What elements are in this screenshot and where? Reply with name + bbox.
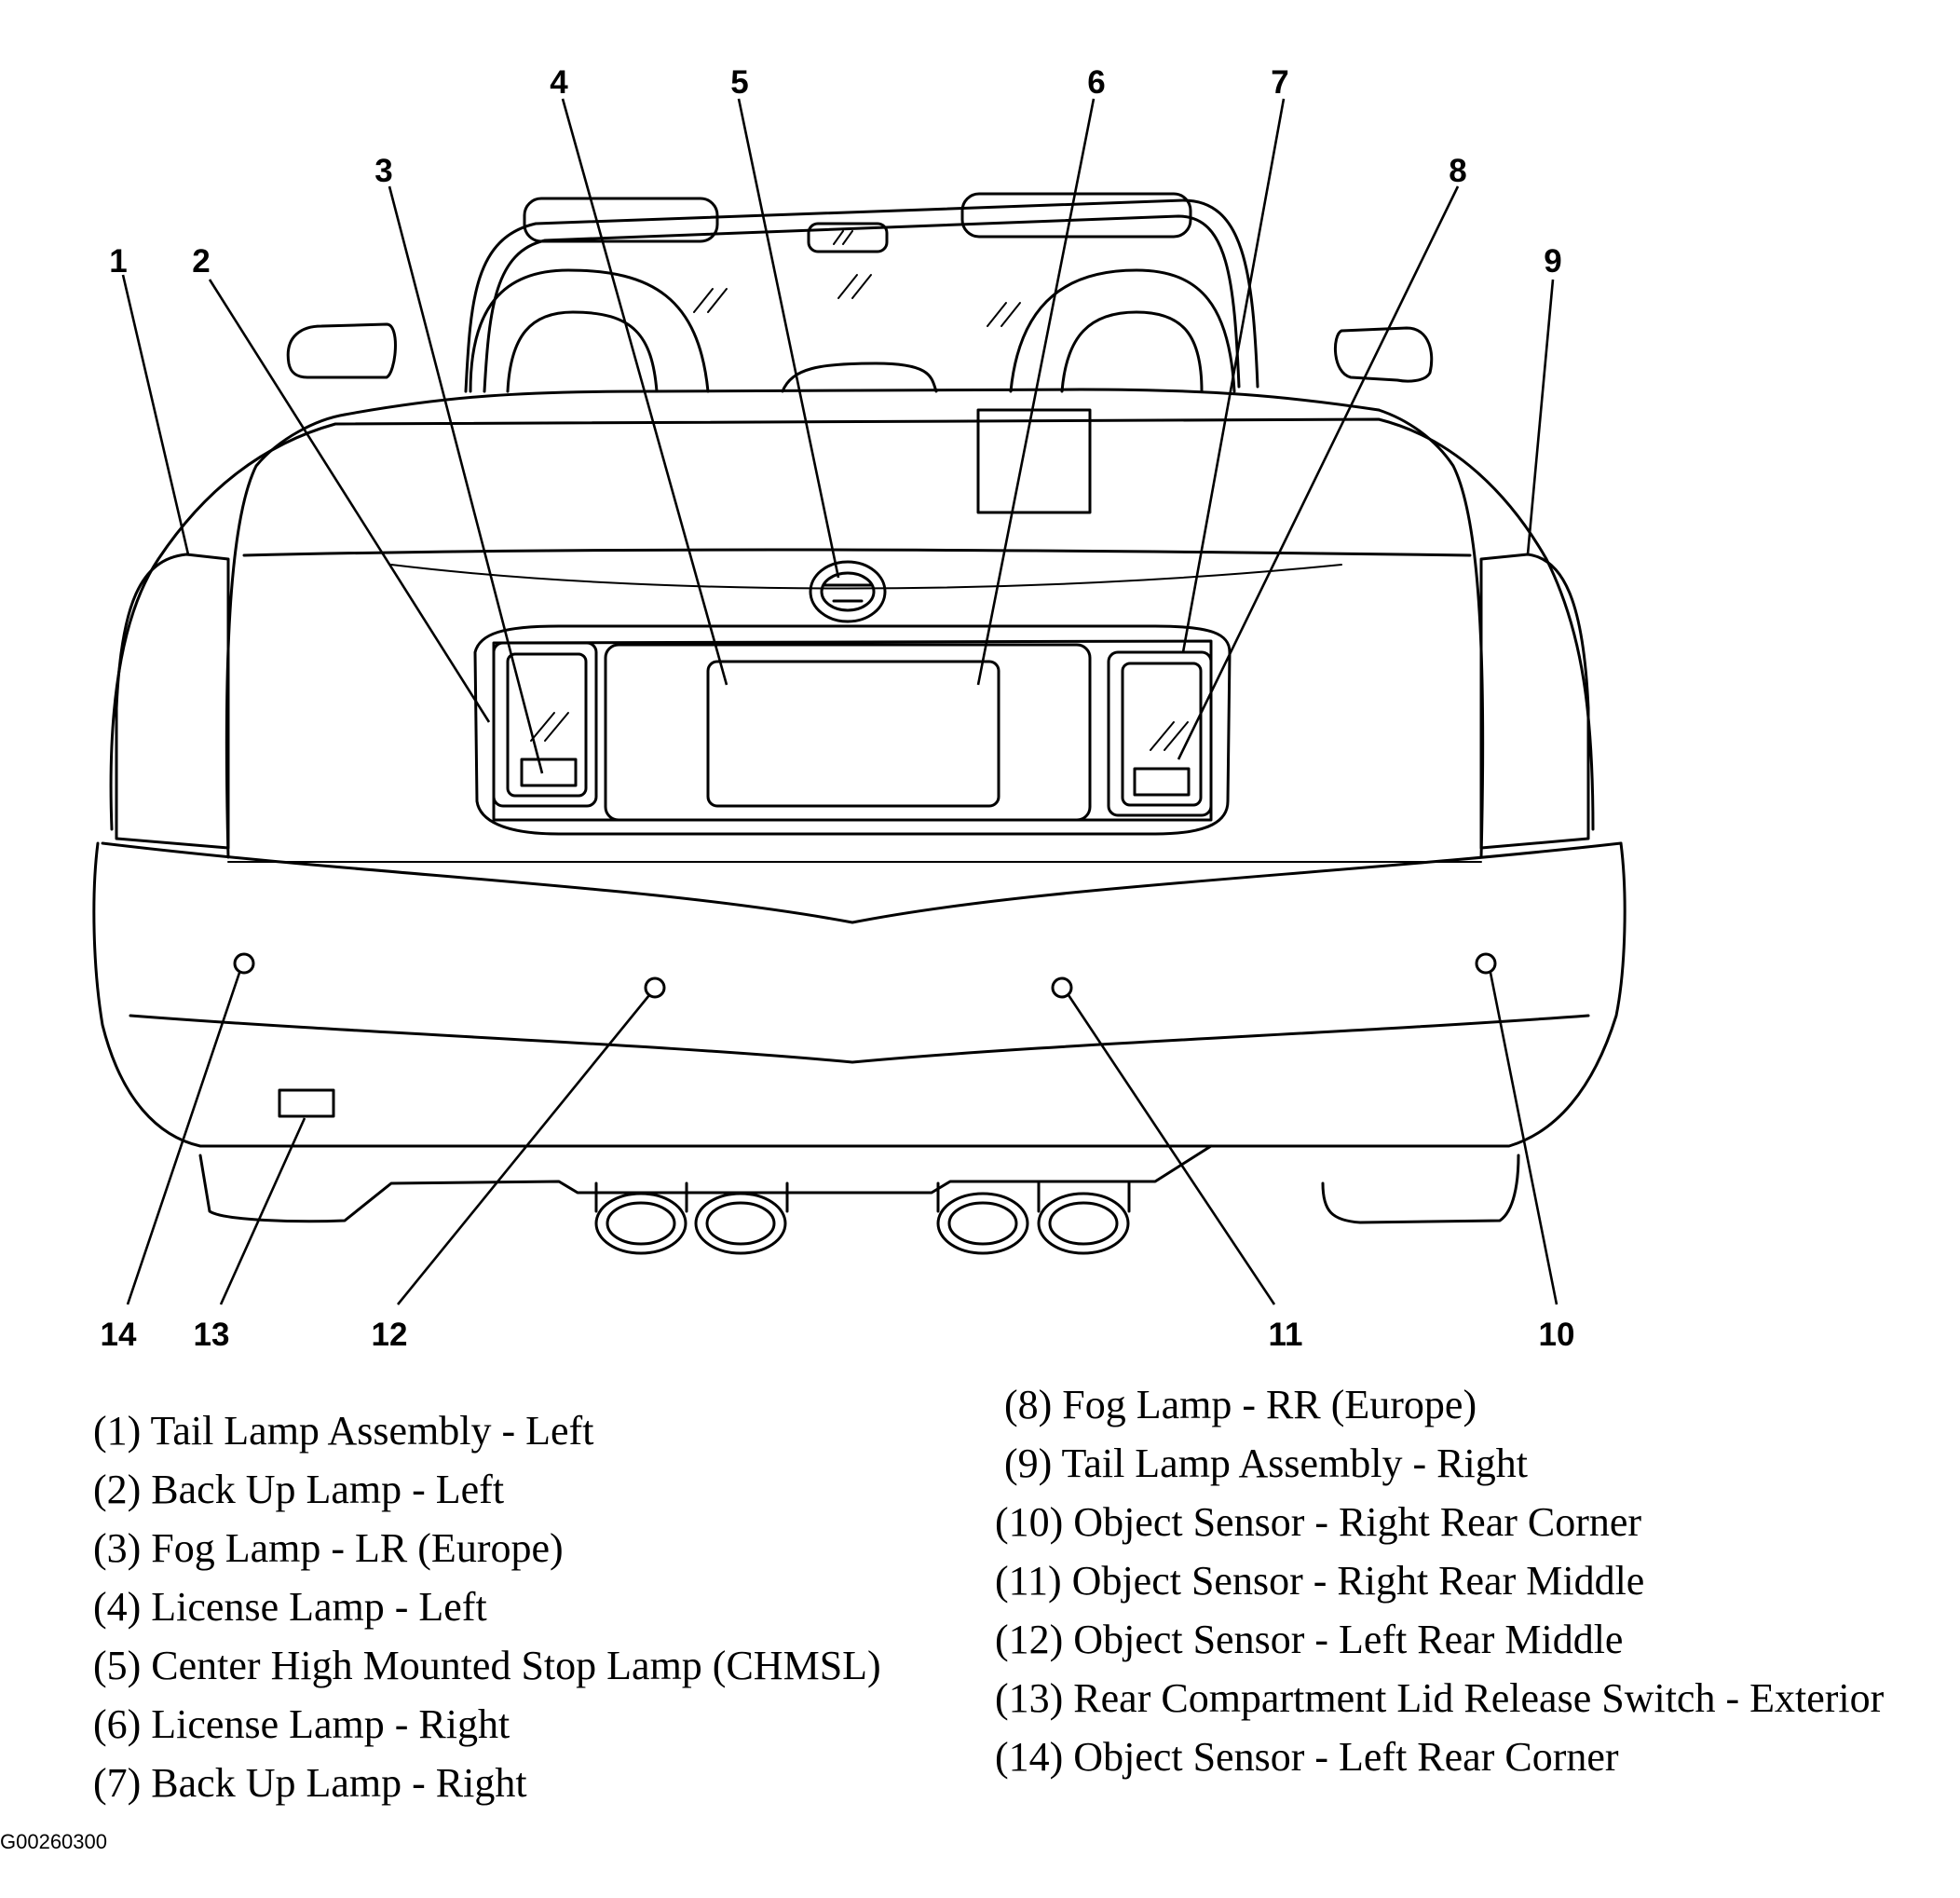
leader-4	[561, 98, 728, 686]
leader-1	[121, 274, 190, 555]
callout-11: 11	[1269, 1317, 1303, 1353]
leader-10	[1489, 972, 1558, 1305]
figure-id: G00260300	[0, 1830, 107, 1853]
legend-item-5: (5) Center High Mounted Stop Lamp (CHMSL…	[93, 1643, 881, 1688]
leader-5	[737, 98, 840, 579]
callout-2: 2	[192, 243, 210, 280]
legend-item-12: (12) Object Sensor - Left Rear Middle	[995, 1617, 1623, 1662]
legend-item-3: (3) Fog Lamp - LR (Europe)	[93, 1525, 564, 1571]
legend-item-1: (1) Tail Lamp Assembly - Left	[93, 1408, 593, 1454]
callout-10: 10	[1539, 1317, 1575, 1353]
legend-item-13: (13) Rear Compartment Lid Release Switch…	[995, 1675, 1885, 1721]
car-drawing	[92, 192, 1627, 1255]
leader-11	[1067, 994, 1276, 1305]
callout-3: 3	[374, 153, 392, 189]
legend-item-14: (14) Object Sensor - Left Rear Corner	[995, 1734, 1619, 1780]
legend-item-7: (7) Back Up Lamp - Right	[93, 1760, 527, 1806]
legend-item-4: (4) License Lamp - Left	[93, 1584, 487, 1630]
legend-item-2: (2) Back Up Lamp - Left	[93, 1467, 504, 1512]
callout-1: 1	[109, 243, 127, 280]
leader-13	[219, 1117, 306, 1305]
leader-7	[1181, 98, 1286, 653]
legend-item-10: (10) Object Sensor - Right Rear Corner	[995, 1499, 1641, 1545]
legend-item-11: (11) Object Sensor - Right Rear Middle	[995, 1558, 1644, 1604]
leader-lines	[121, 98, 1558, 1305]
callout-6: 6	[1087, 64, 1105, 101]
callout-7: 7	[1271, 64, 1288, 101]
callout-8: 8	[1449, 153, 1466, 189]
callout-12: 12	[372, 1317, 408, 1353]
leader-12	[396, 994, 651, 1305]
legend-item-9: (9) Tail Lamp Assembly - Right	[1004, 1441, 1528, 1486]
leader-8	[1177, 185, 1460, 760]
leader-3	[388, 185, 544, 774]
callout-14: 14	[101, 1317, 137, 1353]
callout-4: 4	[550, 64, 568, 101]
leader-2	[208, 279, 491, 723]
leader-6	[976, 98, 1096, 686]
leader-14	[126, 972, 241, 1305]
callout-5: 5	[730, 64, 748, 101]
legend-item-8: (8) Fog Lamp - RR (Europe)	[1004, 1382, 1477, 1427]
leader-9	[1526, 279, 1555, 555]
callout-13: 13	[194, 1317, 230, 1353]
callout-9: 9	[1544, 243, 1561, 280]
legend: (1) Tail Lamp Assembly - Left (2) Back U…	[93, 1382, 1885, 1806]
callout-numbers: 1 2 3 4 5 6 7 8 9 10 11 12 13 14	[101, 64, 1575, 1353]
legend-item-6: (6) License Lamp - Right	[93, 1701, 510, 1747]
